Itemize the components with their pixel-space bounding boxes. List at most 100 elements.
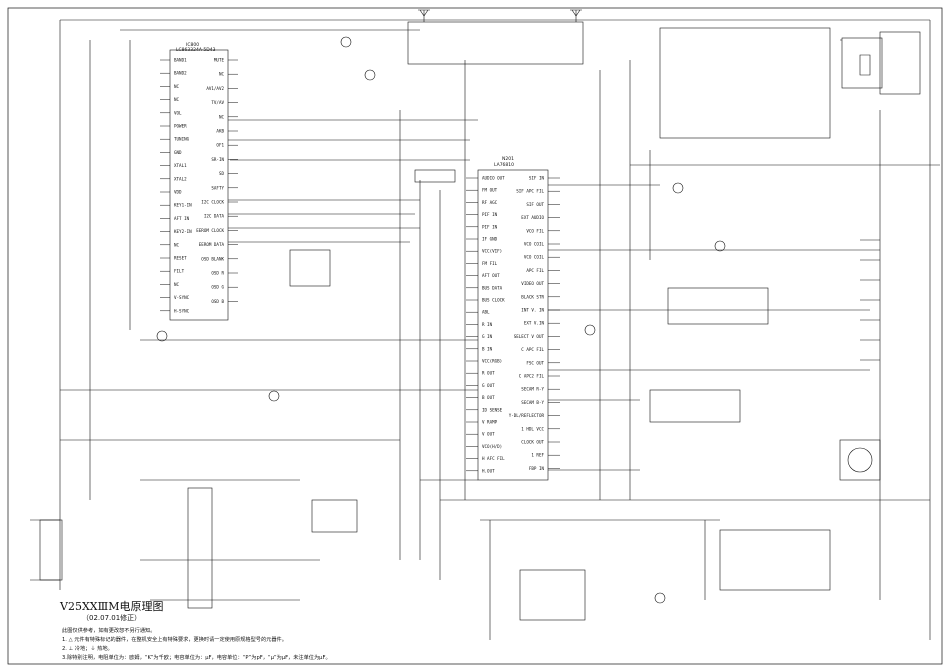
pin-label: OSD R xyxy=(211,271,224,276)
pin-label: IF GND xyxy=(482,237,498,242)
pin-label: SECAM B-Y xyxy=(521,400,544,405)
pin-label: V RAMP xyxy=(482,420,498,425)
pin-label: B OUT xyxy=(482,395,495,400)
pin-label: EXT V.IN xyxy=(524,321,545,326)
note-line: 2. ⊥ 冷地；⏚ 热地。 xyxy=(62,646,113,652)
pin-label: PIF IN xyxy=(482,224,498,229)
pin-label: Y-DL/REFLECTOR xyxy=(509,413,545,418)
pin-label: SR-IN xyxy=(211,157,224,162)
pin-label: OSD G xyxy=(211,285,224,290)
pin-label: BLACK STR xyxy=(521,294,544,299)
pin-label: FSC OUT xyxy=(526,360,544,365)
note-line: 1. △ 元件有特殊标记的器件，在整机安全上有特殊要求，更换时请一定使用原规格型… xyxy=(62,637,287,643)
pin-label: SIF OUT xyxy=(526,202,544,207)
pin-label: ABL xyxy=(482,310,490,315)
pin-label: I2C CLOCK xyxy=(201,200,224,205)
pin-label: PIF IN xyxy=(482,212,498,217)
pin-label: AKB xyxy=(216,129,224,134)
pin-label: SIF IN xyxy=(529,176,545,181)
pin-label: AFT OUT xyxy=(482,273,500,278)
pin-label: SECAM R-Y xyxy=(521,387,544,392)
pin-label: RESET xyxy=(174,256,187,261)
pin-label: GND xyxy=(174,150,182,155)
pin-label: VCC(VIF) xyxy=(482,249,502,254)
pin-label: CLOCK OUT xyxy=(521,440,544,445)
pin-label: R OUT xyxy=(482,371,495,376)
pin-label: FM FIL xyxy=(482,261,498,266)
mcu-ref: IC800 xyxy=(186,42,199,48)
pin-label: SIF APC FIL xyxy=(516,189,544,194)
main-ic-right-pins: SIF IN SIF APC FIL SIF OUT EXT AUDIO VCO FIL… xyxy=(509,176,560,471)
pin-label: AFT IN xyxy=(174,216,190,221)
pin-label: H.OUT xyxy=(482,468,495,473)
tuner-box xyxy=(407,21,584,65)
pin-label: VCO COIL xyxy=(524,255,545,260)
mcu-right-pins: MUTENCAV1/AV2TV/AVNCAKBOF1SR-INSDSAFTYI2… xyxy=(196,58,238,304)
pin-label: XTAL2 xyxy=(174,176,187,181)
pin-label: SELECT V OUT xyxy=(514,334,545,339)
pin-label: G IN xyxy=(482,334,493,339)
pin-label: SAFTY xyxy=(211,185,224,190)
revision-date: （02.07.01修正） xyxy=(82,614,142,622)
pin-label: MUTE xyxy=(214,58,225,63)
note-line: 3.除特别注明，电阻单位为：欧姆，“K”为千欧；电容单位为：μF，电容单位：“P… xyxy=(62,655,331,661)
pin-label: 1 REF xyxy=(531,453,544,458)
pin-label: POWER xyxy=(174,124,187,129)
pin-label: C APC2 FIL xyxy=(519,374,545,379)
pin-label: EXT AUDIO xyxy=(521,215,544,220)
pin-label: H AFC FIL xyxy=(482,456,505,461)
pin-label: BUS CLOCK xyxy=(482,298,505,303)
pin-label: KEY1-IN xyxy=(174,203,192,208)
pin-label: OSD BLANK xyxy=(201,256,224,261)
pin-label: NC xyxy=(174,242,180,247)
pin-label: R IN xyxy=(482,322,493,327)
pin-label: NC xyxy=(174,97,180,102)
pin-label: ID SENSE xyxy=(482,407,503,412)
pin-label: APC FIL xyxy=(526,268,544,273)
pin-label: TUNING xyxy=(174,137,190,142)
mcu-part: LC863324A-5D43 xyxy=(176,47,216,53)
pin-label: NC xyxy=(174,282,180,287)
diagram-title: V25XXⅢM电原理图 xyxy=(60,600,164,613)
pin-label: VDD xyxy=(174,190,182,195)
pin-label: H-SYNC xyxy=(174,308,190,313)
pin-label: EEROM DATA xyxy=(199,242,225,247)
pin-label: 1 HDL VCC xyxy=(521,426,544,431)
pin-label: VIDEO OUT xyxy=(521,281,544,286)
pin-label: OSD B xyxy=(211,299,224,304)
pin-label: VCO COIL xyxy=(524,242,545,247)
pin-label: FBP IN xyxy=(529,466,545,471)
pin-label: V OUT xyxy=(482,432,495,437)
pin-label: V-SYNC xyxy=(174,295,190,300)
pin-label: NC xyxy=(219,72,225,77)
pin-label: VCO(H/D) xyxy=(482,444,502,449)
pin-label: AUDIO OUT xyxy=(482,176,505,181)
pin-label: RF AGC xyxy=(482,200,498,205)
pin-label: XTAL1 xyxy=(174,163,187,168)
pin-label: G OUT xyxy=(482,383,495,388)
pin-label: SD xyxy=(219,171,225,176)
pin-label: VCO FIL xyxy=(526,228,544,233)
pin-label: INT V. IN xyxy=(521,308,544,313)
pin-label: TV/AV xyxy=(211,100,224,105)
pin-label: NC xyxy=(219,114,225,119)
mcu-ic800-body xyxy=(169,49,229,321)
main-ic-left-pins: AUDIO OUT FM OUT RF AGC PIF IN PIF IN IF GND V… xyxy=(466,176,505,473)
main-ic-ref: N201 xyxy=(502,156,514,162)
main-ic-n201-body xyxy=(477,169,549,481)
pin-label: VOL xyxy=(174,110,182,115)
pin-label: BUS DATA xyxy=(482,285,503,290)
pin-label: BAND2 xyxy=(174,71,187,76)
pin-label: B IN xyxy=(482,346,493,351)
pin-label: EEROM CLOCK xyxy=(196,228,224,233)
pin-label: KEY2-IN xyxy=(174,229,192,234)
pin-label: FM OUT xyxy=(482,188,498,193)
pin-label: NC xyxy=(174,84,180,89)
pin-label: FILT xyxy=(174,269,185,274)
pin-label: C APC FIL xyxy=(521,347,544,352)
pin-label: I2C DATA xyxy=(204,214,225,219)
notes-block: 此图仅供参考，如有更改恕不另行通知。 1. △ 元件有特殊标记的器件，在整机安全… xyxy=(62,627,462,663)
pin-label: BAND1 xyxy=(174,58,187,63)
